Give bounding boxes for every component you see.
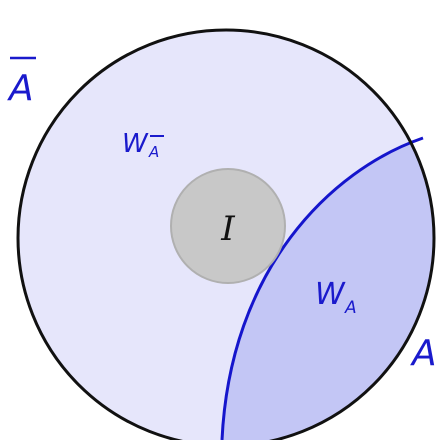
svg-text:W: W <box>122 129 149 159</box>
svg-text:A: A <box>148 143 159 161</box>
label-i: I <box>220 209 235 249</box>
rt-surface-curve <box>220 136 424 440</box>
svg-text:A: A <box>7 68 34 109</box>
label-w-a-bar: W A <box>122 129 164 161</box>
wedge-a-region <box>222 138 434 440</box>
label-a: A <box>410 333 437 374</box>
svg-text:A: A <box>344 298 357 318</box>
svg-text:W: W <box>315 277 346 312</box>
label-w-a: W A <box>315 277 357 318</box>
outer-boundary-circle <box>16 28 436 440</box>
label-a-bar: A <box>7 56 36 109</box>
inner-disk-i <box>170 168 286 284</box>
